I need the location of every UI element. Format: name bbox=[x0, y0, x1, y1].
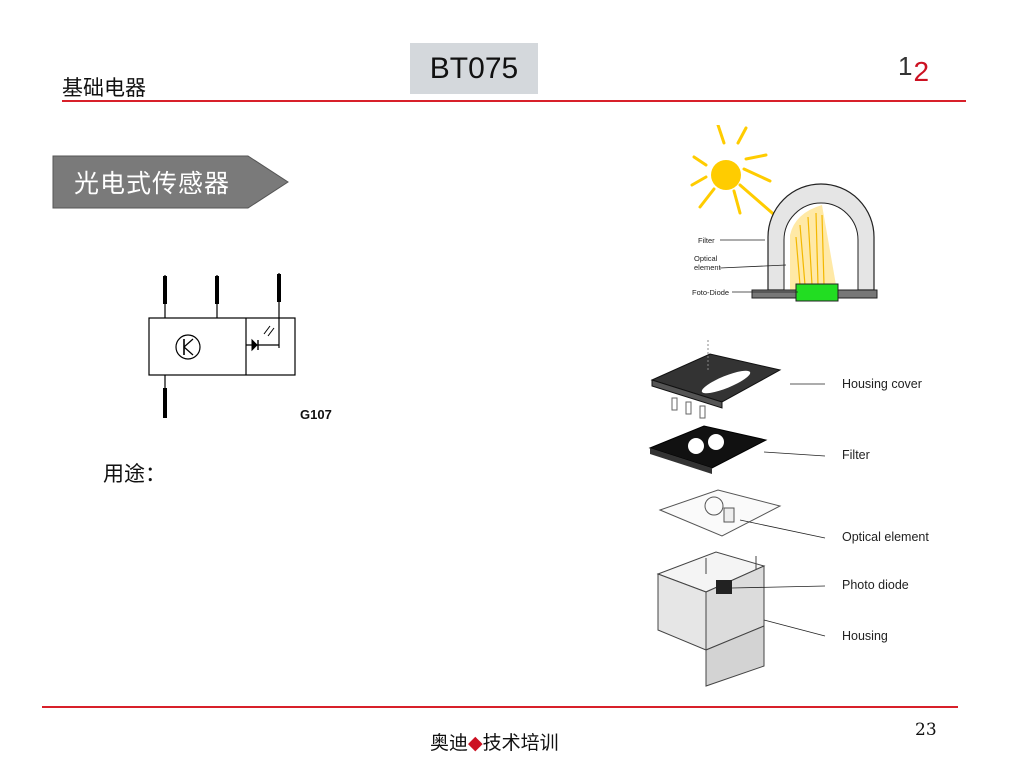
page-indicator-second: 2 bbox=[913, 56, 930, 87]
exploded-label-housing-cover: Housing cover bbox=[842, 377, 922, 391]
exploded-label-filter: Filter bbox=[842, 448, 870, 462]
header-rule bbox=[62, 100, 966, 102]
section-label: 光电式传感器 bbox=[74, 169, 231, 198]
slide-number: 23 bbox=[915, 720, 937, 740]
section-arrow-shape bbox=[52, 155, 289, 209]
exploded-view-illustration bbox=[648, 340, 826, 687]
usage-label: 用途： bbox=[103, 462, 166, 486]
exploded-label-housing: Housing bbox=[842, 629, 888, 643]
page-indicator-first: 1 bbox=[898, 51, 913, 81]
sensor-label-filter: Filter bbox=[698, 236, 715, 245]
symbol-designation: G107 bbox=[300, 407, 332, 422]
footer-text-left: 奥迪 bbox=[430, 732, 469, 754]
sensor-label-foto-diode: Foto-Diode bbox=[692, 288, 730, 297]
footer-rule bbox=[42, 706, 958, 708]
header-title: 基础电器 bbox=[62, 76, 146, 100]
footer-text-right: 技术培训 bbox=[482, 732, 559, 754]
diamond-icon: ◆ bbox=[468, 732, 483, 754]
page-indicator: 12 bbox=[898, 50, 929, 87]
sensor-label-optical-element: Optical element bbox=[694, 254, 721, 272]
exploded-label-photo-diode: Photo diode bbox=[842, 578, 909, 592]
footer-text: 奥迪◆技术培训 bbox=[430, 728, 559, 755]
sensor-illustration bbox=[690, 125, 878, 302]
course-code-box: BT075 bbox=[410, 43, 538, 94]
circuit-symbol bbox=[148, 273, 296, 418]
exploded-label-optical-element: Optical element bbox=[842, 530, 929, 544]
